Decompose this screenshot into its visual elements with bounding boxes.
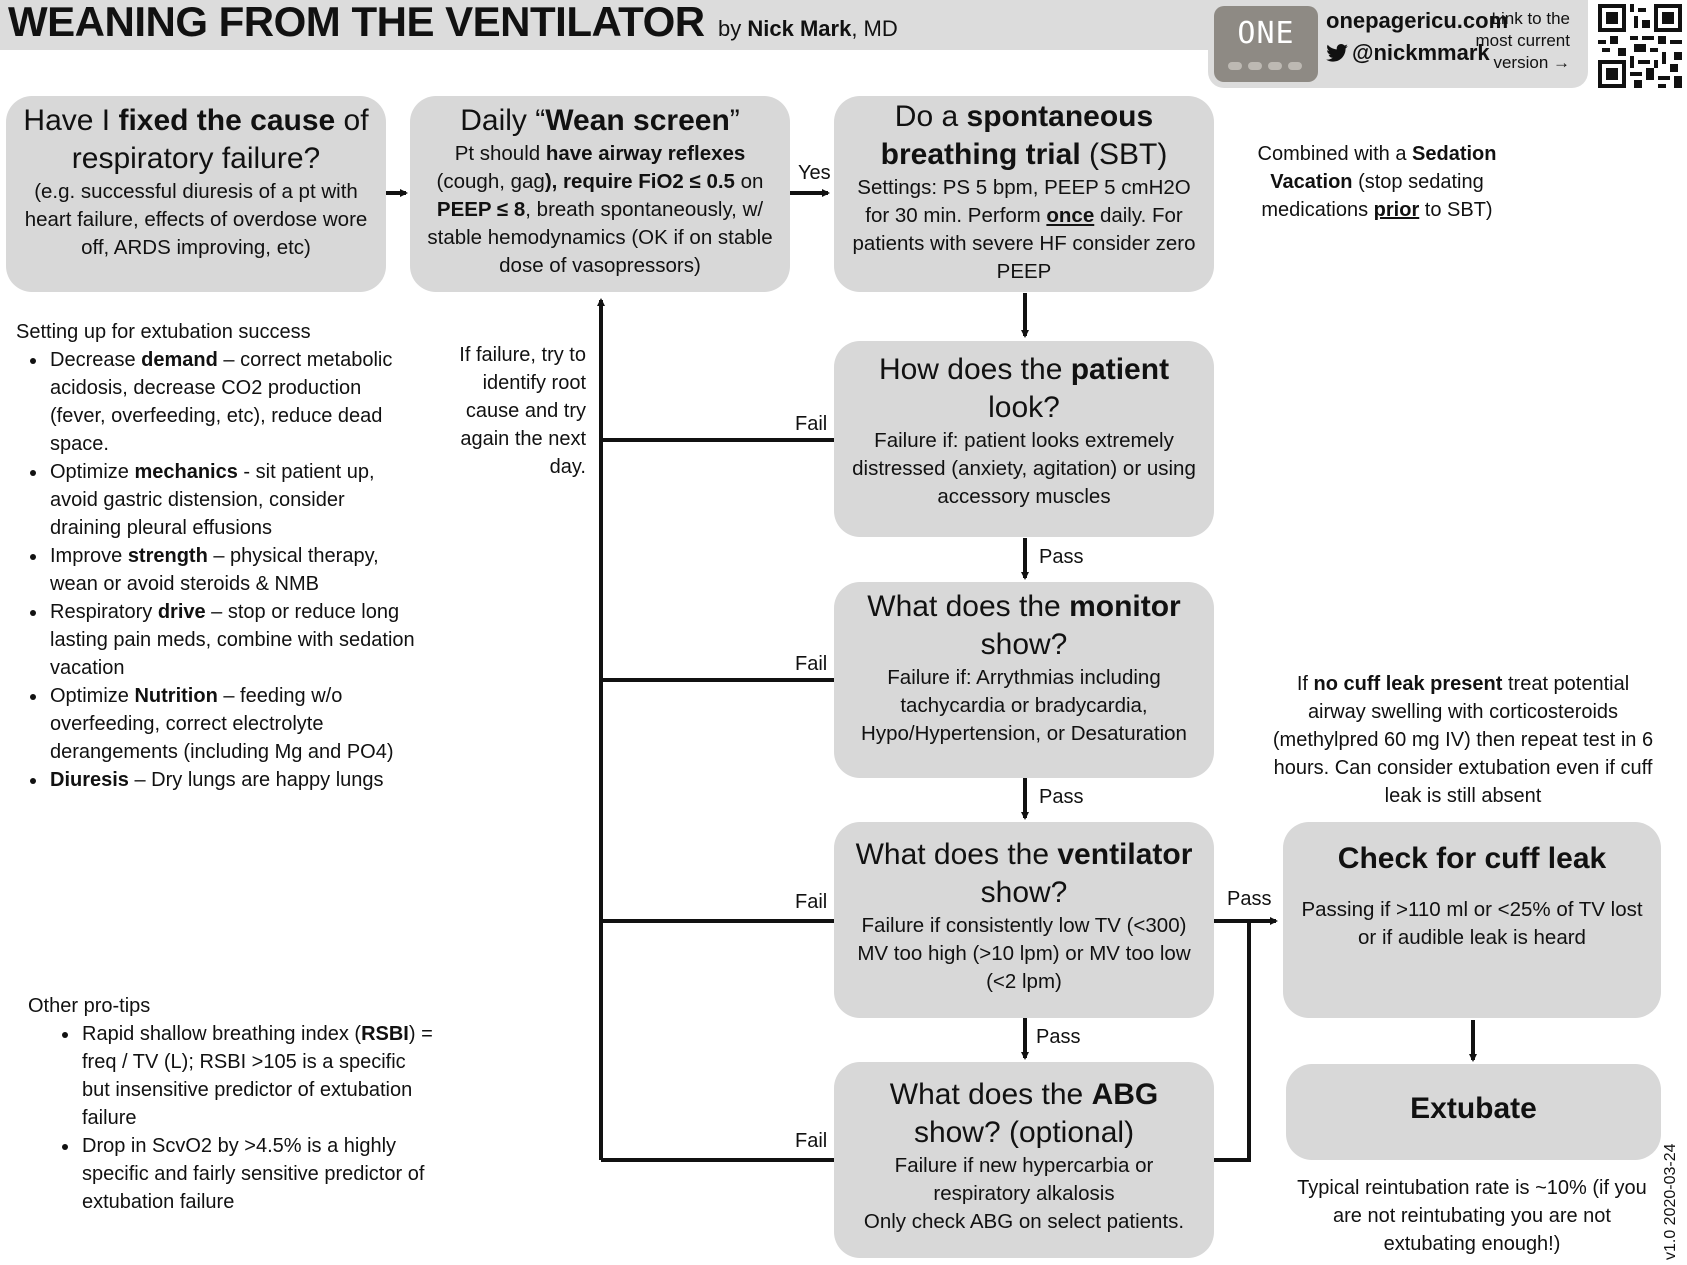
box-patient: How does the patient look? Failure if: p… [834,341,1214,537]
list-item-text: Optimize [50,685,135,707]
box-abg-title: What does the ABG show? (optional) [889,1078,1159,1149]
site-link[interactable]: onepagericu.com [1326,8,1509,33]
box-sbt-title: Do a spontaneous breathing trial (SBT) [880,100,1168,171]
box-sbt-body: Settings: PS 5 bpm, PEEP 5 cmH2O for 30 … [852,176,1196,283]
box-ventilator: What does the ventilator show? Failure i… [834,822,1214,1018]
box-abg: What does the ABG show? (optional) Failu… [834,1062,1214,1258]
page-title: WEANING FROM THE VENTILATOR [8,0,705,45]
setup-section: Setting up for extubation success Decrea… [16,318,420,794]
protips-list: Rapid shallow breathing index (RSBI) = f… [28,1020,438,1216]
box-wean-screen-body: Pt should have airway reflexes (cough, g… [427,142,773,277]
box-cuff-leak: Check for cuff leak Passing if >110 ml o… [1283,822,1661,1018]
list-item-text: RSBI [361,1023,409,1045]
box-monitor: What does the monitor show? Failure if: … [834,582,1214,778]
box-fixed-cause: Have I fixed the cause of respiratory fa… [6,96,386,292]
arrow-abg-to-cuff [1214,921,1251,1162]
list-item-text: strength [127,545,208,567]
reintubation-note: Typical reintubation rate is ~10% (if yo… [1297,1177,1647,1255]
box-patient-title: How does the patient look? [878,353,1170,424]
list-item-text: Nutrition [134,685,218,707]
setup-heading: Setting up for extubation success [16,321,311,343]
list-item: Improve strength – physical therapy, wea… [48,542,420,598]
protips-section: Other pro-tips Rapid shallow breathing i… [28,992,438,1216]
link-note-line: version → [1493,53,1570,72]
link-note-line: Link to the [1491,9,1570,28]
list-item-text: Rapid shallow breathing index ( [82,1023,362,1045]
list-item-text: – physical therapy, wean or avoid steroi… [50,545,379,595]
list-item: Drop in ScvO2 by >4.5% is a highly speci… [80,1132,438,1216]
list-item-text: Decrease [50,349,142,371]
box-cuff-leak-body: Passing if >110 ml or <25% of TV lost or… [1301,898,1643,949]
box-abg-body: Failure if new hypercarbia or respirator… [863,1154,1185,1233]
list-item-text: - sit patient up, avoid gastric distensi… [50,461,375,539]
box-ventilator-title: What does the ventilator show? [855,838,1193,909]
list-item-text: mechanics [134,461,238,483]
handle-text: @nickmmark [1352,40,1490,65]
box-extubate-title: Extubate [1410,1092,1537,1125]
title-bar [0,0,1240,50]
byline-suffix: , MD [851,16,898,41]
list-item: Diuresis – Dry lungs are happy lungs [48,766,420,794]
box-extubate: Extubate [1286,1064,1661,1160]
no-cuff-leak-note: If no cuff leak present treat potential … [1272,673,1654,807]
box-ventilator-body: Failure if consistently low TV (<300) MV… [857,914,1191,993]
sedation-vacation-note: Combined with a Sedation Vacation (stop … [1257,143,1497,221]
box-wean-screen-title: Daily “Wean screen” [460,104,740,137]
twitter-handle[interactable]: @nickmmark [1326,40,1490,66]
byline: by Nick Mark, MD [718,16,898,42]
list-item-text: Respiratory [50,601,158,623]
list-item-text: drive [157,601,206,623]
link-note-line: most current [1475,31,1570,50]
box-monitor-title: What does the monitor show? [867,590,1181,661]
byline-prefix: by [718,16,748,41]
list-item-text: – correct metabolic acidosis, decrease C… [50,349,393,455]
logo-text: ONE [1237,16,1295,51]
list-item-text: demand [141,349,218,371]
twitter-bird-icon [1326,44,1348,62]
box-wean-screen: Daily “Wean screen” Pt should have airwa… [410,96,790,292]
protips-heading: Other pro-tips [28,995,151,1017]
list-item-text: – feeding w/o overfeeding, correct elect… [50,685,394,763]
retry-note: If failure, try to identify root cause a… [459,344,586,478]
label-pass: Pass [1227,888,1272,910]
author-name: Nick Mark [747,16,852,41]
box-monitor-body: Failure if: Arrythmias including tachyca… [861,666,1187,745]
version-stamp: v1.0 2020-03-24 [1662,1143,1679,1260]
link-note: Link to the most current version → [1466,8,1570,74]
box-sbt: Do a spontaneous breathing trial (SBT) S… [834,96,1214,292]
list-item-text: ) = freq / TV (L); RSBI >105 is a specif… [82,1023,433,1129]
list-item: Optimize mechanics - sit patient up, avo… [48,458,420,542]
list-item: Respiratory drive – stop or reduce long … [48,598,420,682]
onepager-logo[interactable]: ONE [1214,6,1318,82]
label-pass: Pass [1039,786,1084,808]
list-item-text: – Dry lungs are happy lungs [128,769,384,791]
list-item: Rapid shallow breathing index (RSBI) = f… [80,1020,438,1132]
box-cuff-leak-title: Check for cuff leak [1337,842,1607,875]
label-fail: Fail [795,413,828,435]
list-item-text: Improve [50,545,128,567]
list-item: Decrease demand – correct metabolic acid… [48,346,420,458]
label-pass: Pass [1039,546,1084,568]
label-fail: Fail [795,653,828,675]
label-pass: Pass [1036,1026,1081,1048]
setup-list: Decrease demand – correct metabolic acid… [16,346,420,794]
label-fail: Fail [795,891,828,913]
list-item-text: Optimize [50,461,135,483]
qr-code-icon[interactable] [1598,4,1682,88]
list-item-text: Drop in ScvO2 by >4.5% is a highly speci… [82,1135,425,1213]
list-item-text: Diuresis [50,769,129,791]
list-item-text: – stop or reduce long lasting pain meds,… [50,601,415,679]
box-fixed-cause-body: (e.g. successful diuresis of a pt with h… [24,180,368,259]
list-item: Optimize Nutrition – feeding w/o overfee… [48,682,420,766]
label-yes: Yes [798,162,831,184]
box-fixed-cause-title: Have I fixed the cause of respiratory fa… [23,104,369,175]
label-fail: Fail [795,1130,828,1152]
box-patient-body: Failure if: patient looks extremely dist… [852,429,1196,508]
